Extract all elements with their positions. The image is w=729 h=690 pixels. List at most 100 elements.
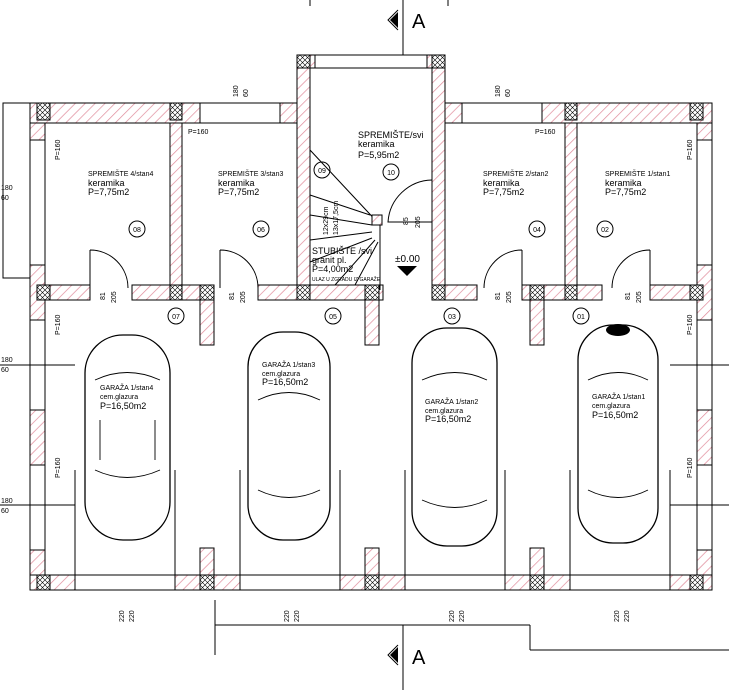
svg-text:keramika: keramika — [605, 178, 642, 188]
svg-text:SPREMIŠTE 3/stan3: SPREMIŠTE 3/stan3 — [218, 169, 283, 178]
garage-2: 03 GARAŽA 1/stan2 cem.glazura P=16,50m2 — [411, 307, 498, 547]
svg-text:03: 03 — [448, 314, 456, 321]
svg-text:GARAŽA 1/stan2: GARAŽA 1/stan2 — [425, 397, 478, 406]
svg-text:P=7,75m2: P=7,75m2 — [605, 187, 646, 197]
svg-text:205: 205 — [111, 291, 118, 303]
svg-text:granit pl.: granit pl. — [312, 255, 347, 265]
svg-text:205: 205 — [240, 291, 247, 303]
svg-text:±0.00: ±0.00 — [395, 254, 420, 265]
parapet-labels: P=160 P=160 P=160 P=160 P=160 P=160 P=16… — [55, 129, 694, 478]
svg-text:180: 180 — [1, 357, 13, 364]
svg-text:STUBIŠTE /svi: STUBIŠTE /svi — [312, 246, 372, 256]
svg-text:60: 60 — [243, 89, 250, 97]
svg-text:07: 07 — [172, 314, 180, 321]
storage-room-2: SPREMIŠTE 2/stan2 keramika P=7,75m2 04 8… — [483, 169, 548, 303]
svg-text:08: 08 — [133, 227, 141, 234]
svg-text:P=16,50m2: P=16,50m2 — [100, 401, 146, 411]
svg-text:02: 02 — [601, 227, 609, 234]
svg-text:220: 220 — [614, 610, 621, 622]
car-icon — [247, 331, 331, 541]
svg-text:P=16,50m2: P=16,50m2 — [425, 414, 471, 424]
svg-text:cem.glazura: cem.glazura — [262, 371, 300, 378]
svg-text:81: 81 — [495, 292, 502, 300]
svg-text:P=160: P=160 — [55, 314, 62, 335]
stair: 09 12x29cm 13x17,5cm STUBIŠTE /svi grani… — [309, 149, 383, 290]
storage-room-3: SPREMIŠTE 3/stan3 keramika P=7,75m2 06 8… — [218, 169, 283, 303]
svg-text:220: 220 — [119, 610, 126, 622]
svg-text:keramika: keramika — [218, 178, 255, 188]
svg-text:180: 180 — [1, 498, 13, 505]
svg-text:13x17,5cm: 13x17,5cm — [333, 201, 340, 235]
svg-text:205: 205 — [415, 216, 422, 228]
svg-text:220: 220 — [284, 610, 291, 622]
svg-text:cem.glazura: cem.glazura — [425, 408, 463, 415]
storage-room-4: SPREMIŠTE 4/stan4 keramika P=7,75m2 08 8… — [88, 169, 153, 303]
outline-lines — [0, 102, 729, 655]
svg-text:cem.glazura: cem.glazura — [592, 403, 630, 410]
svg-text:220: 220 — [294, 610, 301, 622]
svg-text:85: 85 — [403, 217, 410, 225]
svg-text:220: 220 — [449, 610, 456, 622]
garage-3: 05 GARAŽA 1/stan3 cem.glazura P=16,50m2 — [247, 307, 342, 541]
svg-text:P=4,00m2: P=4,00m2 — [312, 264, 353, 274]
svg-text:P=160: P=160 — [188, 129, 209, 136]
svg-text:P=5,95m2: P=5,95m2 — [358, 150, 399, 160]
svg-text:P=7,75m2: P=7,75m2 — [483, 187, 524, 197]
svg-text:60: 60 — [505, 89, 512, 97]
svg-text:GARAŽA 1/stan1: GARAŽA 1/stan1 — [592, 392, 645, 401]
garage-1: 01 GARAŽA 1/stan1 cem.glazura P=16,50m2 — [572, 307, 659, 544]
svg-text:SPREMIŠTE 4/stan4: SPREMIŠTE 4/stan4 — [88, 169, 153, 178]
svg-text:60: 60 — [1, 508, 9, 515]
svg-text:05: 05 — [329, 314, 337, 321]
section-marker-bottom: A — [387, 625, 426, 690]
svg-text:220: 220 — [624, 610, 631, 622]
svg-text:P=160: P=160 — [687, 314, 694, 335]
svg-text:P=160: P=160 — [687, 139, 694, 160]
svg-text:P=160: P=160 — [55, 457, 62, 478]
car-icon — [84, 334, 171, 541]
svg-text:SPREMIŠTE 1/stan1: SPREMIŠTE 1/stan1 — [605, 169, 670, 178]
svg-text:04: 04 — [533, 227, 541, 234]
car-icon — [577, 324, 659, 544]
svg-text:205: 205 — [636, 291, 643, 303]
svg-text:keramika: keramika — [88, 178, 125, 188]
svg-text:220: 220 — [129, 610, 136, 622]
svg-text:P=160: P=160 — [687, 457, 694, 478]
svg-text:P=7,75m2: P=7,75m2 — [88, 187, 129, 197]
svg-text:P=160: P=160 — [55, 139, 62, 160]
svg-text:06: 06 — [257, 227, 265, 234]
svg-text:81: 81 — [100, 292, 107, 300]
svg-text:09: 09 — [318, 168, 326, 175]
svg-text:P=16,50m2: P=16,50m2 — [262, 377, 308, 387]
svg-text:P=7,75m2: P=7,75m2 — [218, 187, 259, 197]
svg-text:180: 180 — [233, 85, 240, 97]
svg-text:P=16,50m2: P=16,50m2 — [592, 410, 638, 420]
walls — [29, 54, 713, 591]
svg-text:cem.glazura: cem.glazura — [100, 394, 138, 401]
svg-text:ULAZ U ZGRADU IZ GARAŽE: ULAZ U ZGRADU IZ GARAŽE — [312, 275, 381, 283]
svg-text:205: 205 — [506, 291, 513, 303]
car-icon — [411, 327, 498, 547]
svg-text:A: A — [412, 647, 426, 669]
svg-text:60: 60 — [1, 195, 9, 202]
svg-text:81: 81 — [625, 292, 632, 300]
svg-text:P=160: P=160 — [535, 129, 556, 136]
svg-text:01: 01 — [577, 314, 585, 321]
svg-text:A: A — [412, 11, 426, 33]
garage-door-dimensions: 220 220 220 220 220 220 220 220 — [119, 610, 631, 622]
svg-text:81: 81 — [229, 292, 236, 300]
svg-text:keramika: keramika — [358, 139, 395, 149]
storage-room-1: SPREMIŠTE 1/stan1 keramika P=7,75m2 02 8… — [596, 169, 670, 303]
svg-text:12x29cm: 12x29cm — [323, 206, 330, 235]
svg-text:220: 220 — [459, 610, 466, 622]
svg-text:SPREMIŠTE 2/stan2: SPREMIŠTE 2/stan2 — [483, 169, 548, 178]
room-common-storage: SPREMIŠTE/svi keramika P=5,95m2 10 85 20… — [358, 130, 433, 276]
svg-text:10: 10 — [387, 170, 395, 177]
garage-4: 07 GARAŽA 1/stan4 cem.glazura P=16,50m2 — [84, 307, 185, 541]
svg-text:60: 60 — [1, 367, 9, 374]
svg-text:GARAŽA 1/stan4: GARAŽA 1/stan4 — [100, 383, 153, 392]
svg-text:180: 180 — [1, 185, 13, 192]
svg-text:SPREMIŠTE/svi: SPREMIŠTE/svi — [358, 130, 424, 140]
